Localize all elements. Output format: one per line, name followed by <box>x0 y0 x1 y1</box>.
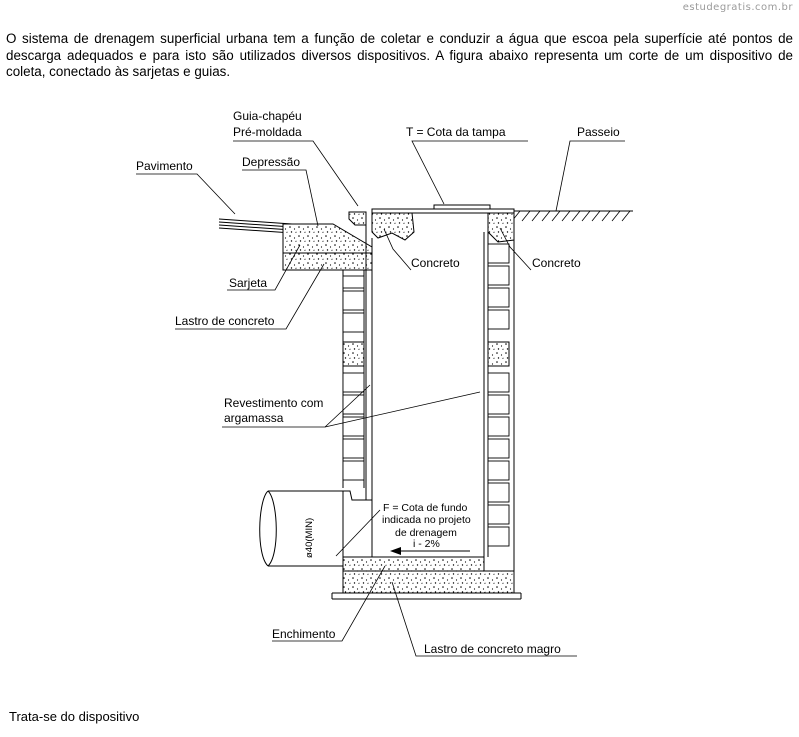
label-enchimento: Enchimento <box>272 627 336 641</box>
guia-chapeu <box>348 211 367 226</box>
label-guia-chapeu: Guia-chapéu <box>233 109 302 123</box>
sarjeta-concrete <box>282 223 373 254</box>
concrete-right-block <box>487 212 515 243</box>
label-sarjeta: Sarjeta <box>229 276 267 290</box>
left-wall <box>342 225 373 557</box>
lastro-magro <box>342 570 515 594</box>
slope-arrow <box>390 547 470 555</box>
label-cota-fundo-1: F = Cota de fundo <box>383 502 468 514</box>
question-text: O sistema de drenagem superficial urbana… <box>6 31 793 79</box>
tampa-lid <box>371 208 515 214</box>
label-concreto-left: Concreto <box>411 256 460 270</box>
tampa-handle <box>433 204 491 210</box>
concrete-left-block <box>371 212 415 241</box>
label-diametro: ø40(MIN) <box>304 518 315 558</box>
outlet-pipe <box>259 490 372 567</box>
label-cota-fundo-3: de drenagem <box>395 527 457 539</box>
ground-hatch <box>511 210 633 222</box>
label-cota-tampa: T = Cota da tampa <box>406 125 506 139</box>
leader-lines <box>136 140 625 657</box>
label-concreto-right: Concreto <box>532 256 581 270</box>
label-declividade: i - 2% <box>413 538 440 550</box>
right-wall <box>483 213 515 571</box>
label-pavimento: Pavimento <box>136 159 193 173</box>
label-revestimento-2: argamassa <box>224 411 284 425</box>
footer-text: Trata-se do dispositivo <box>9 709 140 724</box>
lastro-concreto-slab <box>282 252 373 271</box>
pavement <box>218 218 293 234</box>
label-revestimento-1: Revestimento com <box>224 396 323 410</box>
watermark: estudegratis.com.br <box>682 2 793 13</box>
enchimento-floor <box>342 556 485 572</box>
label-passeio: Passeio <box>577 125 620 139</box>
label-cota-fundo-2: indicada no projeto <box>382 514 471 526</box>
label-lastro-concreto: Lastro de concreto <box>175 314 275 328</box>
label-pre-moldada: Pré-moldada <box>233 125 302 139</box>
label-lastro-magro: Lastro de concreto magro <box>424 642 561 656</box>
label-depressao: Depressão <box>242 155 300 169</box>
